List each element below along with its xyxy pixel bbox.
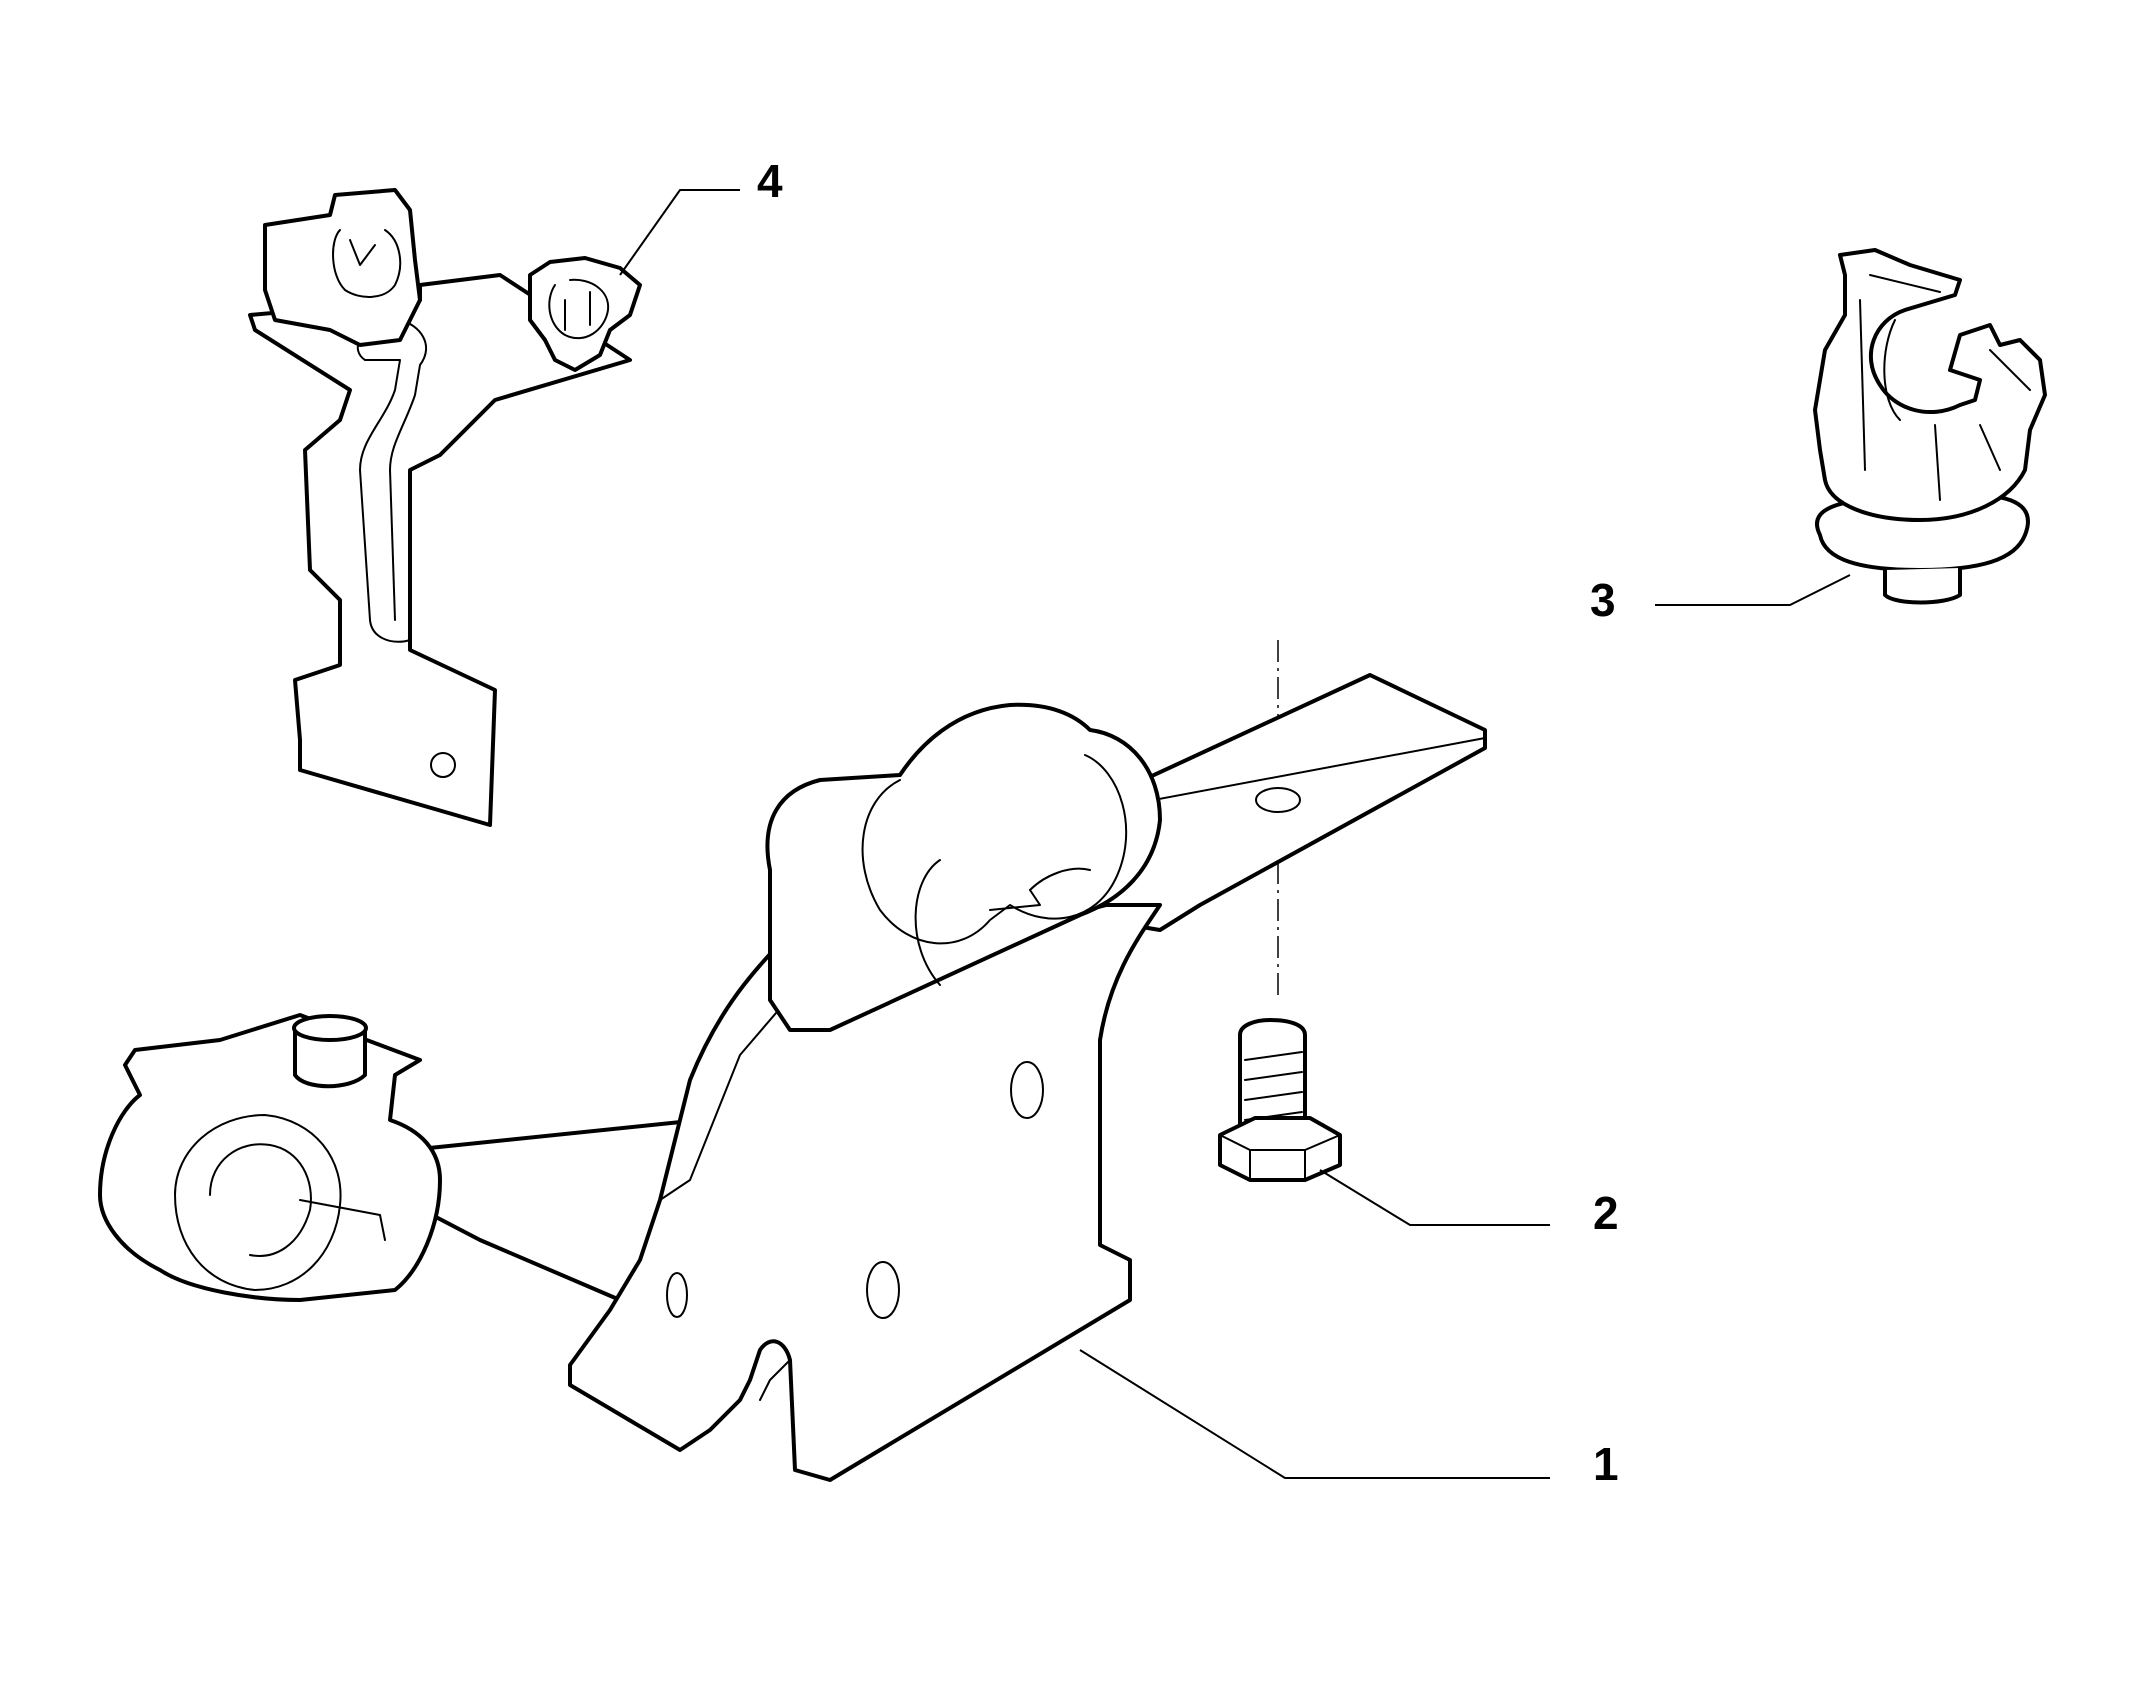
leader-4 bbox=[619, 189, 740, 276]
part-2-hex-bolt bbox=[1218, 1018, 1342, 1182]
part-4-bracket-with-clips bbox=[248, 188, 642, 827]
leader-1 bbox=[1079, 1349, 1550, 1479]
callout-number-3: 3 bbox=[1590, 574, 1616, 626]
callout-number-2: 2 bbox=[1593, 1187, 1619, 1239]
callout-number-4: 4 bbox=[757, 155, 783, 207]
callout-number-1: 1 bbox=[1593, 1438, 1619, 1490]
leader-lines bbox=[619, 189, 1851, 1479]
leader-3 bbox=[1655, 574, 1851, 606]
part-3-hose-clip bbox=[1813, 248, 2047, 605]
leader-2 bbox=[1319, 1169, 1550, 1226]
part-1-main-bracket bbox=[98, 673, 1487, 1482]
